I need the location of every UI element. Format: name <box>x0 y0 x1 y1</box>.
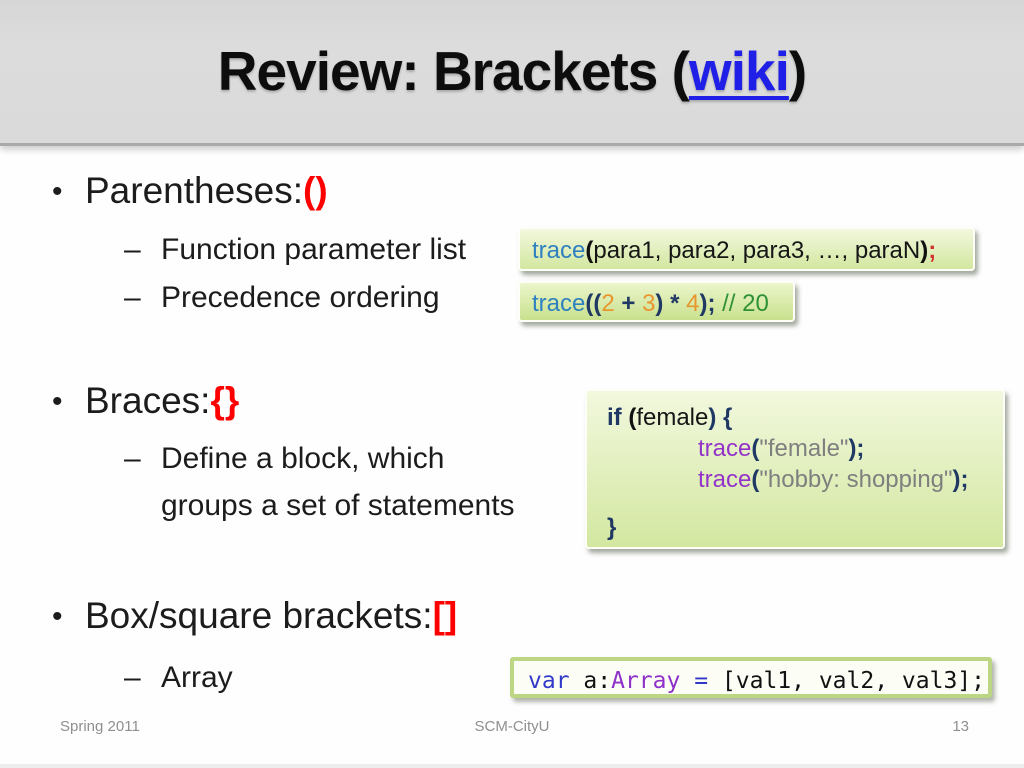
sub-bullet-text: Function parameter list <box>161 233 467 266</box>
code-line: if (female) { <box>607 404 733 431</box>
code-line: trace("hobby: shopping"); <box>698 466 969 493</box>
sub-bullet-dash-icon: – <box>124 661 141 694</box>
sub-bullet-dash-icon: – <box>124 281 141 314</box>
square-brackets-symbol: [] <box>432 595 458 636</box>
bullet-parentheses-label: Parentheses: <box>85 170 304 211</box>
parentheses-symbol: () <box>303 170 328 211</box>
page-title: Review: Brackets (wiki) <box>0 0 1024 143</box>
slide-bottom-edge <box>0 764 1024 768</box>
footer-course: SCM-CityU <box>474 718 550 735</box>
bullet-braces-label: Braces: <box>85 380 211 421</box>
slide-title-bar: Review: Brackets (wiki) <box>0 0 1024 146</box>
bullet-parentheses: • Parentheses: () <box>52 170 328 214</box>
sub-bullet-function-parameter-list: – Function parameter list <box>124 233 466 267</box>
code-line <box>607 495 983 512</box>
braces-symbol: {} <box>210 380 240 421</box>
bullet-square-brackets: • Box/square brackets: [] <box>52 595 457 639</box>
bullet-dot-icon: • <box>52 600 63 633</box>
sub-bullet-array: – Array <box>124 661 233 695</box>
footer-date: Spring 2011 <box>60 718 140 735</box>
bullet-square-brackets-label: Box/square brackets: <box>85 595 433 636</box>
bullet-braces: • Braces: {} <box>52 380 239 424</box>
code-box-array-declaration: var a:Array = [val1, val2, val3]; <box>510 657 992 698</box>
code-line: trace((2 + 3) * 4); // 20 <box>532 290 769 317</box>
sub-bullet-text: Precedence ordering <box>161 281 440 314</box>
sub-bullet-dash-icon: – <box>124 233 141 266</box>
code-line: trace(para1, para2, para3, …, paraN); <box>532 237 937 264</box>
code-box-trace-expression: trace((2 + 3) * 4); // 20 <box>518 281 795 322</box>
code-line: } <box>607 514 617 541</box>
code-box-if-block: if (female) { trace("female"); trace("hobb… <box>585 389 1005 549</box>
code-line: var a:Array = [val1, val2, val3]; <box>528 668 986 694</box>
wiki-link[interactable]: wiki <box>688 40 790 102</box>
bullet-dot-icon: • <box>52 385 63 418</box>
code-line: trace("female"); <box>698 435 865 462</box>
sub-bullet-text: groups a set of statements <box>161 489 515 522</box>
slide-number: 13 <box>952 718 969 735</box>
sub-bullet-define-block-line1: – Define a block, which <box>124 442 444 476</box>
sub-bullet-define-block-line2: groups a set of statements <box>124 489 515 523</box>
sub-bullet-precedence-ordering: – Precedence ordering <box>124 281 440 315</box>
bullet-dot-icon: • <box>52 175 63 208</box>
sub-bullet-text: Define a block, which <box>161 442 445 475</box>
title-suffix: ) <box>788 40 807 102</box>
sub-bullet-text: Array <box>161 661 233 694</box>
sub-bullet-dash-icon: – <box>124 442 141 475</box>
title-prefix: Review: Brackets ( <box>217 40 690 102</box>
code-box-trace-params: trace(para1, para2, para3, …, paraN); <box>518 227 975 271</box>
